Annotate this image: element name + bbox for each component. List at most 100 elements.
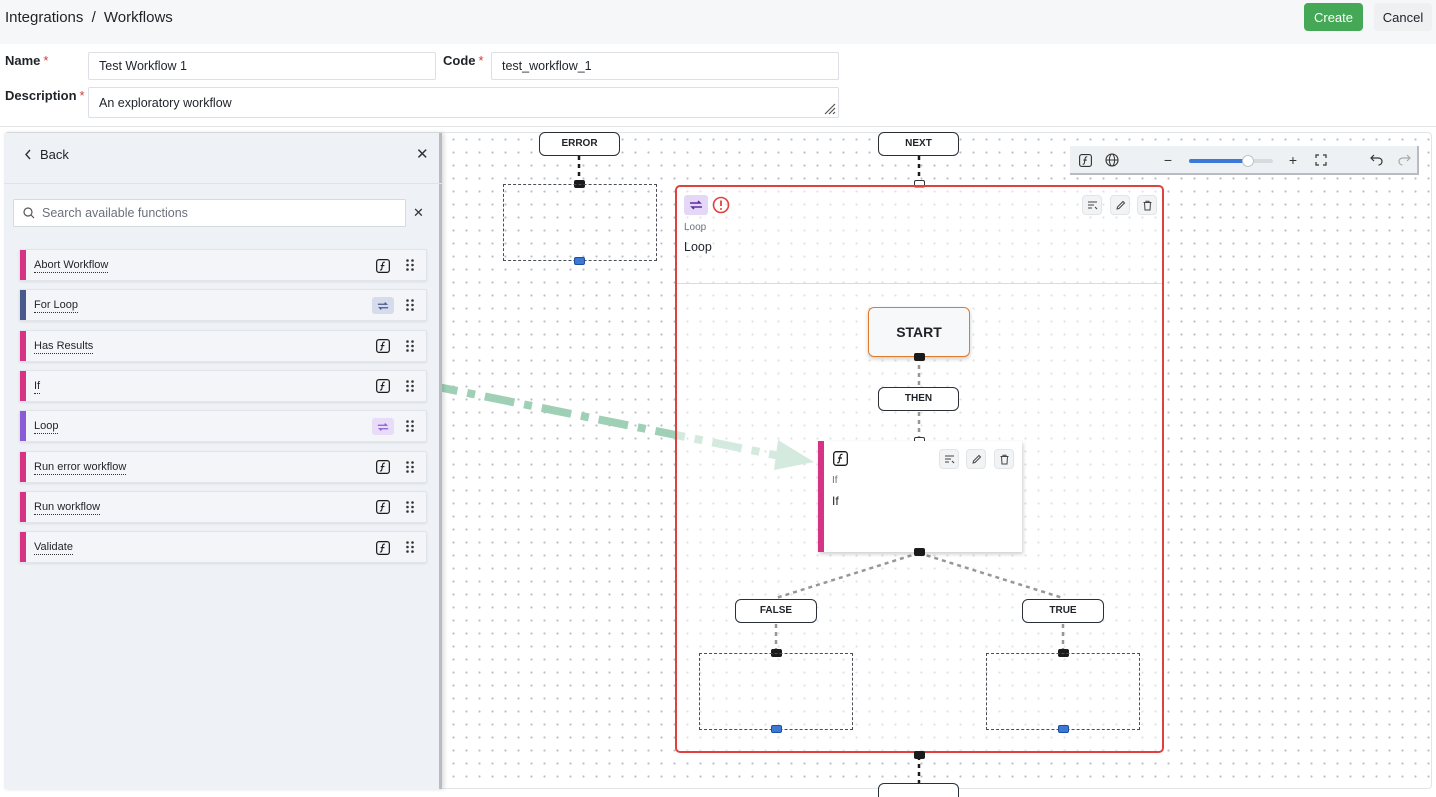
code-label: Code* (443, 53, 484, 68)
error-alert-icon (712, 196, 730, 214)
false-branch-label[interactable]: FALSE (735, 599, 817, 623)
list-settings-icon (1087, 201, 1097, 210)
fullscreen-icon (1315, 154, 1327, 166)
search-icon (23, 207, 35, 219)
function-toggle-button[interactable] (1076, 151, 1094, 169)
function-item[interactable]: Run workflow (19, 490, 427, 523)
back-button[interactable]: Back (24, 147, 69, 162)
if-title: If (832, 494, 839, 508)
function-item[interactable]: Run error workflow (19, 450, 427, 483)
function-item-label: Loop (34, 420, 59, 435)
function-item[interactable]: For Loop (19, 289, 427, 322)
loop-delete-button[interactable] (1137, 195, 1157, 215)
error-drop-zone[interactable] (503, 184, 657, 261)
true-branch-label[interactable]: TRUE (1022, 599, 1104, 623)
function-item-label: Run workflow (34, 500, 101, 515)
loop-title: Loop (684, 240, 712, 254)
if-node-card[interactable]: If If (818, 441, 1022, 552)
globe-button[interactable] (1103, 151, 1121, 169)
fit-view-button[interactable] (1312, 151, 1330, 169)
loop-settings-button[interactable] (1082, 195, 1102, 215)
function-color-bar (20, 290, 26, 321)
loop-icon (372, 297, 394, 315)
description-textarea[interactable]: An exploratory workflow (88, 87, 839, 118)
breadcrumb-separator: / (91, 9, 96, 26)
function-item-label: If (34, 379, 41, 394)
drag-handle-icon[interactable] (405, 540, 415, 554)
function-item-label: Validate (34, 541, 73, 556)
false-drop-port[interactable] (771, 725, 782, 733)
function-item-label: Has Results (34, 339, 94, 354)
drag-handle-icon[interactable] (405, 379, 415, 393)
drag-handle-icon[interactable] (405, 460, 415, 474)
redo-button[interactable] (1395, 151, 1413, 169)
cancel-button[interactable]: Cancel (1374, 3, 1432, 31)
form-divider (0, 126, 1436, 127)
function-item[interactable]: If (19, 369, 427, 402)
function-icon (1078, 153, 1092, 167)
back-label: Back (40, 147, 69, 162)
error-branch-label[interactable]: ERROR (539, 132, 620, 156)
zoom-in-button[interactable]: + (1284, 151, 1302, 169)
next-node-partial[interactable] (878, 783, 959, 797)
function-item[interactable]: Loop (19, 410, 427, 443)
function-color-bar (20, 532, 26, 563)
false-drop-zone[interactable] (699, 653, 853, 730)
start-output-port[interactable] (914, 353, 925, 361)
function-search-input[interactable]: Search available functions (13, 199, 406, 227)
function-item[interactable]: Abort Workflow (19, 249, 427, 281)
function-color-bar (20, 451, 26, 482)
if-output-port[interactable] (914, 548, 925, 556)
zoom-slider-fill (1189, 159, 1248, 163)
zoom-slider-knob[interactable] (1241, 155, 1254, 167)
list-settings-icon (944, 455, 954, 464)
loop-type-label: Loop (684, 222, 707, 233)
start-node[interactable]: START (868, 307, 970, 357)
zoom-out-button[interactable]: − (1159, 151, 1177, 169)
then-branch-label[interactable]: THEN (878, 387, 959, 411)
function-item-label: For Loop (34, 299, 79, 314)
next-branch-label[interactable]: NEXT (878, 132, 959, 156)
function-icon (374, 499, 392, 516)
code-input[interactable]: test_workflow_1 (491, 52, 839, 80)
description-label: Description* (5, 88, 85, 103)
drag-handle-icon[interactable] (405, 258, 415, 272)
close-panel-icon[interactable]: ✕ (416, 146, 429, 163)
loop-output-port[interactable] (914, 751, 925, 759)
function-icon (374, 338, 392, 355)
globe-icon (1105, 153, 1119, 167)
breadcrumb-integrations[interactable]: Integrations (5, 9, 84, 26)
chevron-left-icon (25, 149, 31, 160)
function-color-bar (20, 330, 26, 361)
true-drop-port[interactable] (1058, 725, 1069, 733)
loop-edit-button[interactable] (1110, 195, 1130, 215)
name-input[interactable]: Test Workflow 1 (88, 52, 436, 80)
if-delete-button[interactable] (994, 449, 1014, 469)
drag-handle-icon[interactable] (405, 298, 415, 312)
name-label: Name* (5, 53, 49, 68)
create-button[interactable]: Create (1304, 3, 1363, 31)
clear-search-icon[interactable]: ✕ (413, 205, 424, 220)
trash-icon (1000, 454, 1008, 464)
function-color-bar (20, 370, 26, 401)
zoom-slider[interactable] (1189, 155, 1273, 167)
drag-handle-icon[interactable] (405, 500, 415, 514)
if-type-label: If (832, 475, 838, 486)
error-drop-port[interactable] (574, 257, 585, 265)
function-item[interactable]: Has Results (19, 329, 427, 362)
pencil-icon (971, 454, 981, 464)
pencil-icon (1115, 200, 1125, 210)
function-icon (374, 378, 392, 395)
drag-handle-icon[interactable] (405, 339, 415, 353)
undo-button[interactable] (1367, 151, 1385, 169)
if-settings-button[interactable] (939, 449, 959, 469)
search-placeholder: Search available functions (42, 206, 188, 220)
drag-handle-icon[interactable] (405, 419, 415, 433)
resize-handle-icon[interactable] (822, 101, 836, 115)
minus-icon: − (1163, 152, 1173, 168)
plus-icon: + (1288, 152, 1298, 168)
loop-icon (684, 195, 708, 215)
if-edit-button[interactable] (966, 449, 986, 469)
true-drop-zone[interactable] (986, 653, 1140, 730)
function-item[interactable]: Validate (19, 531, 427, 564)
